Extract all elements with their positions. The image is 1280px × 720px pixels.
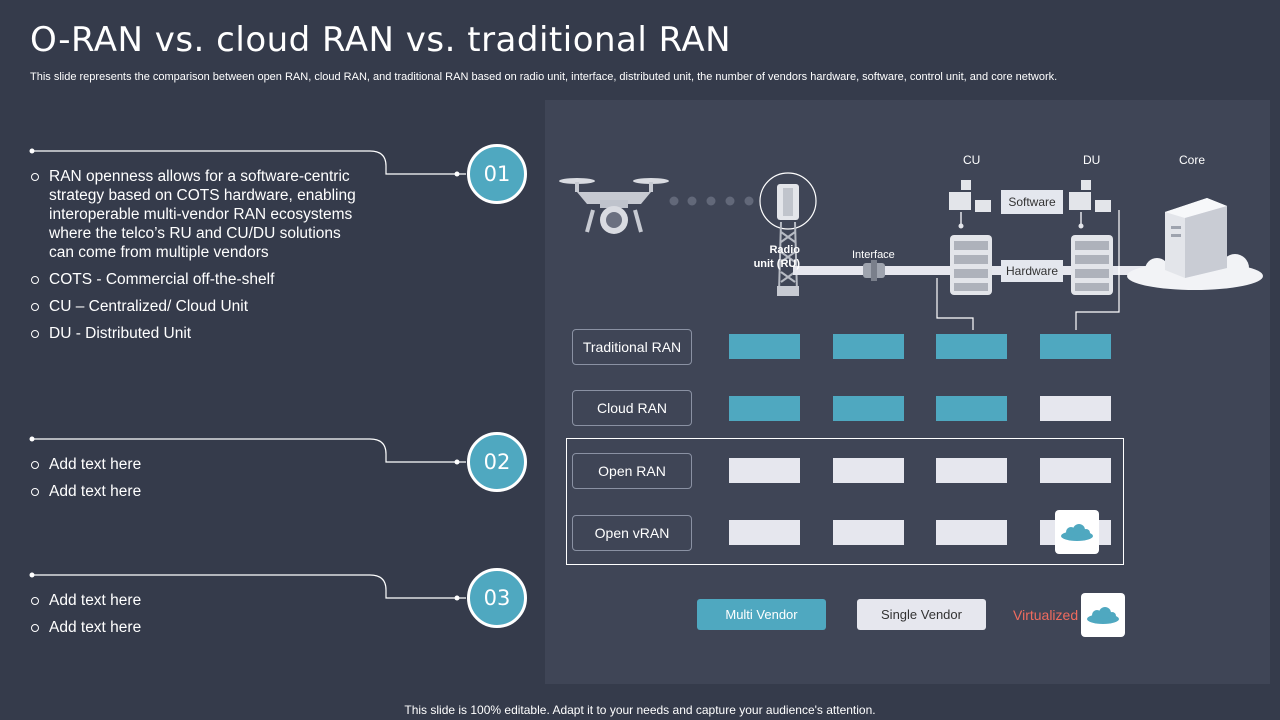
cell-cloud-du [1040,396,1111,421]
cu-monitor-icon [949,180,991,229]
cell-cloud-cu [936,396,1007,421]
bullet-item: CU – Centralized/ Cloud Unit [30,297,370,316]
virtualized-cloud-icon [1055,510,1099,554]
page-title: O-RAN vs. cloud RAN vs. traditional RAN [30,20,732,60]
core-label: Core [1179,153,1206,167]
cu-server-stack-icon [950,235,992,295]
cell-traditional-ru [729,334,800,359]
step-number-03: 03 [467,568,527,628]
point-list-03: Add text here Add text here [30,591,370,645]
cell-openv-cu [936,520,1007,545]
du-server-stack-icon [1071,235,1113,295]
hardware-tag: Hardware [1001,260,1063,282]
point-list-02: Add text here Add text here [30,455,370,509]
cell-traditional-cu [936,334,1007,359]
drone-icon [559,178,669,234]
connector-lines [29,148,466,601]
cell-traditional-interface [833,334,904,359]
diagram-panel [545,100,1270,684]
open-ran-group-frame [566,438,1124,565]
bullet-item: RAN openness allows for a software-centr… [30,167,370,262]
radio-tower-icon [759,172,817,296]
interface-label: Interface [852,249,895,261]
page-footer: This slide is 100% editable. Adapt it to… [404,703,876,717]
bullet-item: Add text here [30,591,370,610]
bullet-item: DU - Distributed Unit [30,324,370,343]
page-subtitle: This slide represents the comparison bet… [30,71,1058,83]
legend-multi-vendor: Multi Vendor [697,599,826,630]
du-monitor-icon [1069,180,1111,229]
cell-open-cu [936,458,1007,483]
cloud-server-icon [1127,198,1263,290]
row-label-traditional-ran: Traditional RAN [572,329,692,365]
row-label-open-vran: Open vRAN [572,515,692,551]
cell-cloud-ru [729,396,800,421]
step-number-02: 02 [467,432,527,492]
bullet-item: Add text here [30,482,370,501]
cell-open-du [1040,458,1111,483]
cell-traditional-du [1040,334,1111,359]
interface-connector-icon [863,260,885,281]
bullet-item: Add text here [30,618,370,637]
bullet-item: COTS - Commercial off-the-shelf [30,270,370,289]
cell-cloud-interface [833,396,904,421]
cell-open-interface [833,458,904,483]
legend-single-vendor: Single Vendor [857,599,986,630]
network-illustration [559,172,1263,330]
radio-unit-label: Radio unit (RU) [753,244,800,270]
cloud-icon [1087,607,1119,624]
cloud-icon [1061,524,1093,541]
software-tag: Software [1001,190,1063,214]
step-number-01: 01 [467,144,527,204]
du-label: DU [1083,153,1101,167]
bullet-item: Add text here [30,455,370,474]
cu-label: CU [963,153,981,167]
point-list-01: RAN openness allows for a software-centr… [30,167,370,351]
row-label-cloud-ran: Cloud RAN [572,390,692,426]
signal-dots [669,196,754,206]
cell-openv-interface [833,520,904,545]
cell-openv-ru [729,520,800,545]
legend-virtualized: Virtualized [1013,607,1079,623]
row-label-open-ran: Open RAN [572,453,692,489]
cell-open-ru [729,458,800,483]
legend-cloud-icon [1081,593,1125,637]
